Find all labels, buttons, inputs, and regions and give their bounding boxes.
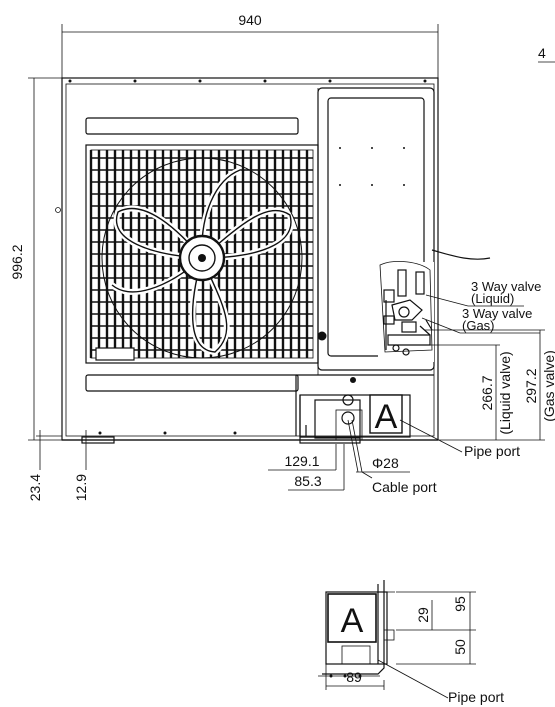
detail-height-outer-text: 95 <box>452 596 468 612</box>
unit-casing <box>55 77 439 441</box>
width-dimension: 940 <box>61 12 439 80</box>
top-right-fragment-text: 4 <box>538 45 546 61</box>
top-slot <box>85 117 299 135</box>
liquid-valve-label-text: (Liquid valve) <box>497 351 513 434</box>
detail-marker-detail: A <box>341 602 364 640</box>
foot-inner-text: 12.9 <box>73 474 89 501</box>
gas-valve-height-text: 297.2 <box>523 368 539 403</box>
pipe-offset-dimensions: 129.1 85.3 Φ28 Cable port <box>268 419 437 495</box>
unit-base <box>62 436 438 444</box>
gas-valve-label-text: (Gas valve) <box>541 350 555 422</box>
width-dimension-text: 940 <box>238 12 262 28</box>
detail-view-a: A 95 29 50 89 Pipe port <box>318 580 504 705</box>
height-dimension-text: 996.2 <box>9 244 25 279</box>
bottom-slot <box>85 374 299 392</box>
foot-left-text: 23.4 <box>27 474 43 501</box>
detail-height-inner-text: 29 <box>415 607 431 623</box>
pipe-port-detail-text: Pipe port <box>448 689 504 705</box>
pipe-offset-1-text: 129.1 <box>284 453 319 469</box>
cable-port-text: Cable port <box>372 479 437 495</box>
pipe-port-main-callout: Pipe port <box>399 419 520 459</box>
valve-height-dimensions: 266.7 (Liquid valve) 297.2 (Gas valve) <box>420 329 555 441</box>
detail-bottom-text: 50 <box>452 639 468 655</box>
foot-dimensions: 23.4 12.9 <box>27 430 89 501</box>
fan-grille <box>85 144 319 364</box>
gas-valve-line2: (Gas) <box>462 318 495 333</box>
liquid-valve-line1: 3 Way valve <box>471 279 541 294</box>
pipe-port-main-text: Pipe port <box>464 443 520 459</box>
detail-width-text: 89 <box>346 669 362 685</box>
height-dimension: 996.2 <box>9 77 62 441</box>
pipe-offset-2-text: 85.3 <box>294 473 321 489</box>
service-panel <box>295 87 435 436</box>
liquid-valve-line2: (Liquid) <box>471 291 514 306</box>
port-box: A <box>299 377 411 441</box>
valve-labels: 3 Way valve (Liquid) 3 Way valve (Gas) <box>421 279 541 334</box>
cable-diameter-text: Φ28 <box>372 455 399 471</box>
gas-valve-line1: 3 Way valve <box>462 306 532 321</box>
liquid-valve-height-text: 266.7 <box>479 375 495 410</box>
detail-marker-main: A <box>375 398 398 436</box>
